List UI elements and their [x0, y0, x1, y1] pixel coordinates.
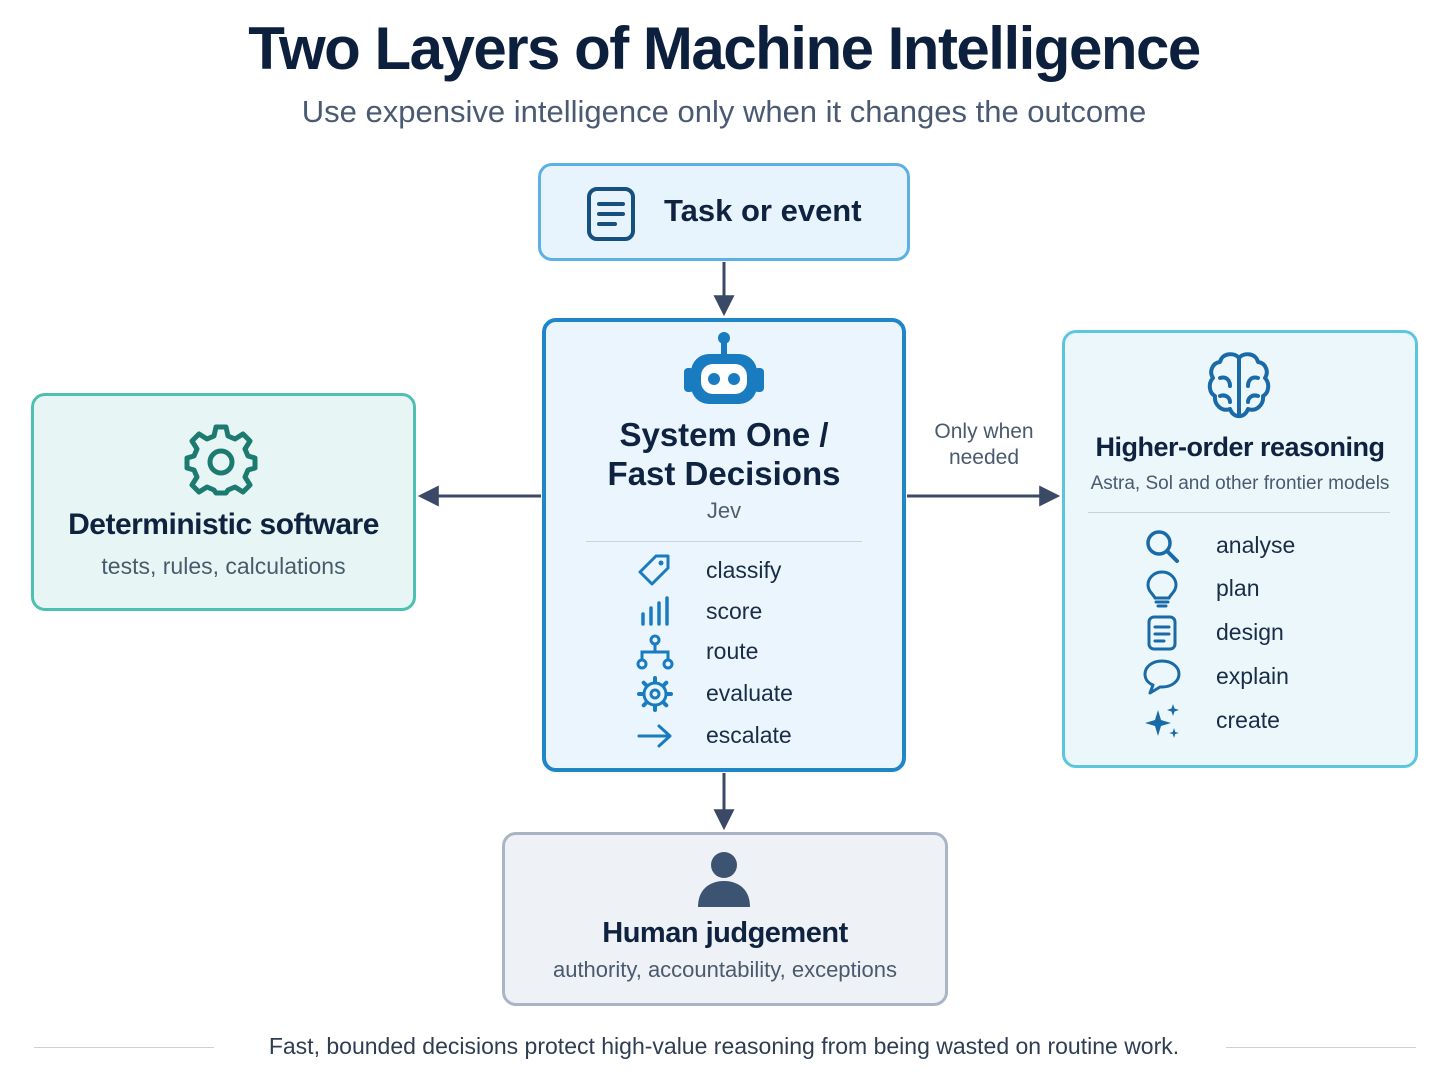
robot-icon [684, 332, 764, 404]
tag-icon [638, 554, 670, 586]
list-item-create: create [1216, 707, 1280, 733]
list-item-design: design [1216, 619, 1284, 645]
deterministic-subtitle: tests, rules, calculations [101, 553, 346, 579]
page-subtitle: Use expensive intelligence only when it … [301, 94, 1147, 129]
brain-icon [1207, 352, 1271, 419]
gear-icon [637, 676, 673, 712]
list-item-score: score [706, 598, 763, 624]
sparkle-icon [1145, 704, 1179, 738]
system-one-title-line2: Fast Decisions [607, 455, 841, 492]
connector-label-line2: needed [948, 446, 1020, 469]
footer-text: Fast, bounded decisions protect high-val… [268, 1033, 1180, 1059]
bar-chart-icon [641, 596, 669, 626]
system-one-box [542, 318, 906, 772]
list-item-explain: explain [1216, 663, 1289, 689]
list-item-escalate: escalate [706, 722, 792, 748]
list-item-classify: classify [706, 557, 782, 583]
list-item-plan: plan [1216, 575, 1260, 601]
list-item-route: route [706, 638, 759, 664]
list-item-analyse: analyse [1216, 532, 1296, 558]
higher-order-title: Higher-order reasoning [1095, 432, 1385, 462]
footer-divider-left [34, 1047, 214, 1048]
gear-icon [184, 424, 258, 496]
document-icon [587, 187, 635, 241]
search-icon [1146, 530, 1179, 563]
higher-order-subtitle: Astra, Sol and other frontier models [1090, 473, 1390, 494]
human-subtitle: authority, accountability, exceptions [552, 957, 898, 982]
task-box [538, 163, 910, 261]
human-title: Human judgement [602, 917, 848, 949]
divider [586, 541, 862, 542]
speech-bubble-icon [1143, 659, 1181, 695]
person-icon [698, 852, 750, 907]
task-label: Task or event [664, 193, 862, 228]
list-item-evaluate: evaluate [706, 680, 793, 706]
footer-divider-right [1226, 1047, 1416, 1048]
connector-label: Only when needed [924, 419, 1044, 471]
divider [1088, 512, 1390, 513]
page-title: Two Layers of Machine Intelligence [248, 15, 1201, 82]
connector-label-line1: Only when [934, 420, 1034, 443]
system-one-title-line1: System One / [619, 416, 829, 453]
route-icon [636, 634, 674, 670]
document-icon [1147, 615, 1177, 651]
deterministic-title: Deterministic software [68, 508, 379, 541]
arrow-right-icon [637, 724, 672, 748]
system-one-subtitle: Jev [706, 498, 742, 523]
lightbulb-icon [1146, 570, 1178, 608]
